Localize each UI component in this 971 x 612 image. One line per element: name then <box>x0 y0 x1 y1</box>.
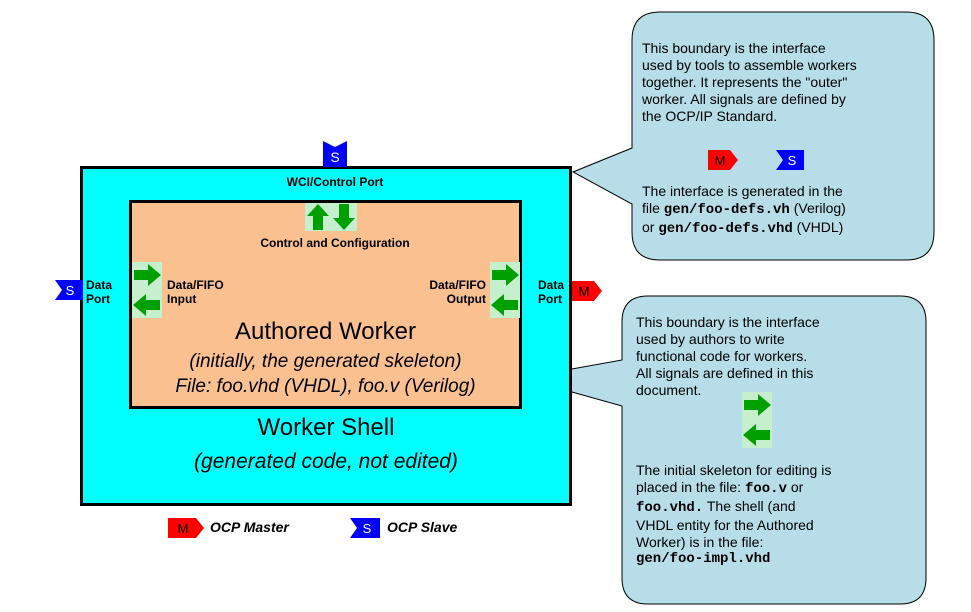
arrow-right-icon <box>744 394 771 416</box>
input-label: Data/FIFO Input <box>167 278 224 306</box>
slave-badge-icon: S <box>350 518 380 538</box>
callout-bottom-text: This boundary is the interface used by a… <box>636 314 820 398</box>
control-arrows <box>305 203 357 231</box>
worker-shell-title: Worker Shell <box>257 414 395 441</box>
legend-master-label: OCP Master <box>210 519 289 535</box>
callout-arrows <box>742 392 772 448</box>
left-data-port-label: Data Port <box>86 278 113 306</box>
svg-text:S: S <box>363 521 372 536</box>
output-label: Data/FIFO Output <box>429 278 486 306</box>
callout-top-bubble <box>571 11 935 261</box>
slave-badge-icon: S <box>776 150 804 170</box>
slave-badge-icon: S <box>55 280 83 300</box>
legend-slave-label: OCP Slave <box>387 519 458 535</box>
arrow-right-icon <box>134 264 161 286</box>
arrow-right-icon <box>492 264 519 286</box>
svg-text:S: S <box>330 149 339 165</box>
arrow-left-icon <box>491 294 518 316</box>
control-config-label: Control and Configuration <box>260 236 410 250</box>
authored-worker-title: Authored Worker <box>235 318 416 345</box>
svg-text:M: M <box>715 153 726 168</box>
output-arrows <box>490 262 520 318</box>
authored-worker-box <box>129 200 522 409</box>
callout-bottom-bubble <box>521 295 927 605</box>
right-data-port-label: Data Port <box>538 278 565 306</box>
svg-text:M: M <box>579 284 590 299</box>
svg-text:S: S <box>788 153 797 168</box>
svg-text:M: M <box>178 521 189 536</box>
arrow-left-icon <box>743 424 770 446</box>
slave-badge-icon: S <box>323 141 347 167</box>
authored-worker-file: File: foo.vhd (VHDL), foo.v (Verilog) <box>175 376 476 397</box>
svg-text:S: S <box>66 283 75 298</box>
callout-top-text: This boundary is the interface used by t… <box>642 40 857 124</box>
master-badge-icon: M <box>168 518 204 538</box>
wci-control-port-label: WCI/Control Port <box>286 175 384 189</box>
input-arrows <box>132 262 162 318</box>
arrow-down-icon <box>333 204 355 230</box>
master-badge-icon: M <box>708 150 738 170</box>
arrow-left-icon <box>133 294 160 316</box>
worker-shell-subtitle: (generated code, not edited) <box>194 450 458 473</box>
arrow-up-icon <box>307 204 329 230</box>
callout-bottom-text-2: The initial skeleton for editing is plac… <box>636 462 832 567</box>
authored-worker-subtitle: (initially, the generated skeleton) <box>189 351 462 372</box>
master-badge-icon: M <box>572 281 602 301</box>
callout-top-text-2: The interface is generated in the file g… <box>642 183 846 237</box>
